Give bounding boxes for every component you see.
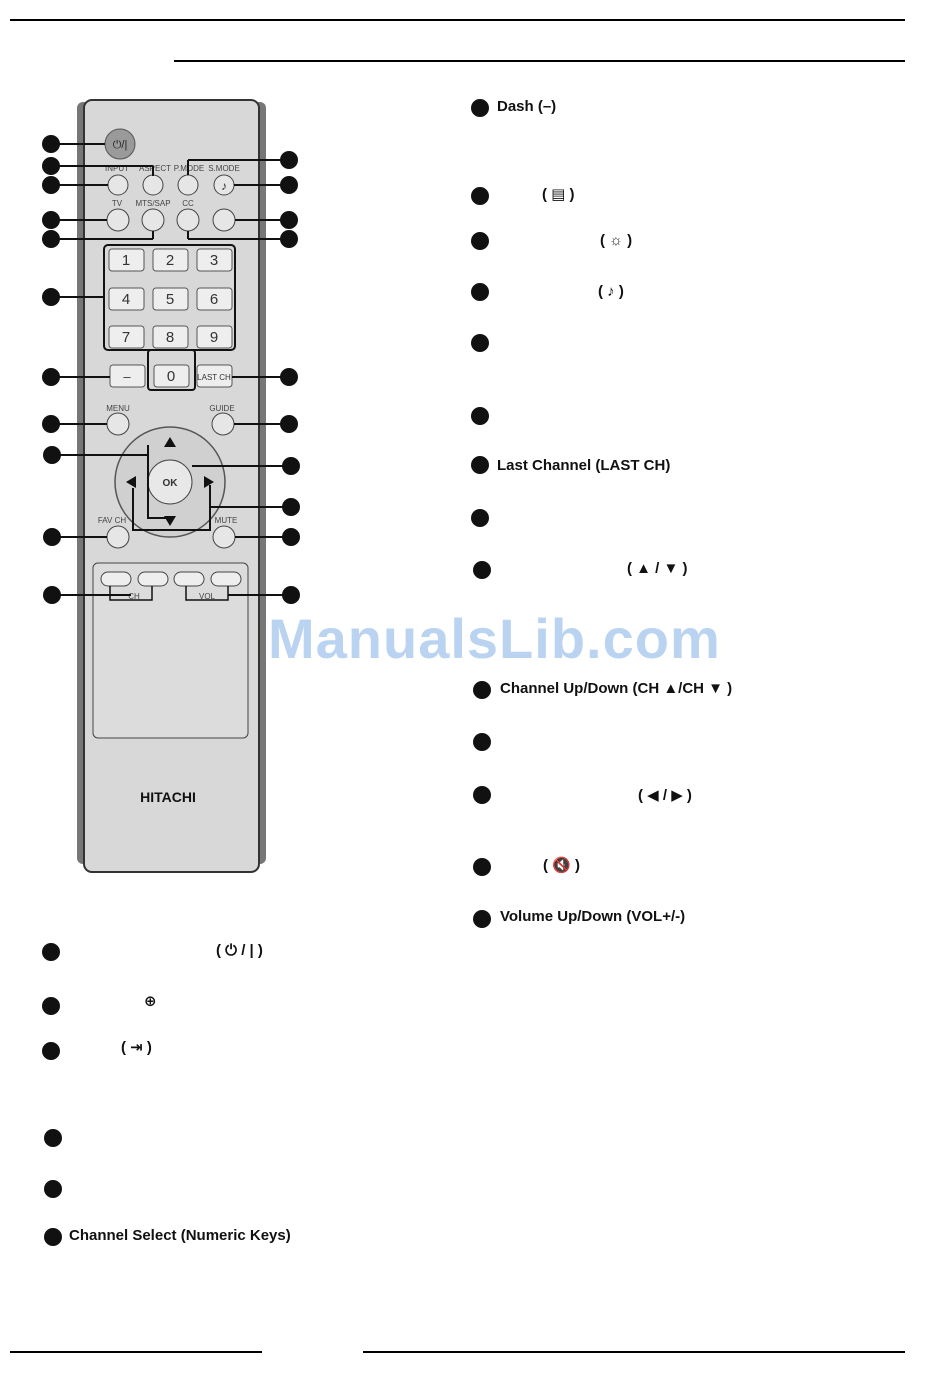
right-item-marker xyxy=(471,509,489,527)
keypad-zero-frame xyxy=(147,349,196,391)
right-item-marker xyxy=(471,232,489,250)
vol-down-button xyxy=(173,571,205,587)
right-arrow-icon xyxy=(204,476,214,488)
aspect-button xyxy=(142,174,164,196)
last-channel-label: Last Channel (LAST CH) xyxy=(497,457,671,474)
fav-ch-button xyxy=(106,525,130,549)
svg-text:7: 7 xyxy=(122,329,130,346)
tv-label: TV xyxy=(112,199,123,208)
power-symbol: ( ⏻ / | ) xyxy=(216,942,263,959)
menu-button xyxy=(106,412,130,436)
svg-text:LAST CH: LAST CH xyxy=(197,373,231,382)
menu-symbol: ( ▤ ) xyxy=(542,186,575,203)
right-item-marker xyxy=(473,733,491,751)
right-item-marker xyxy=(473,786,491,804)
guide-label: GUIDE xyxy=(209,404,234,413)
volume-up-down-label: Volume Up/Down (VOL+/-) xyxy=(500,908,686,925)
svg-text:9: 9 xyxy=(210,329,218,346)
left-item-marker xyxy=(44,1129,62,1147)
svg-text:⏻/|: ⏻/| xyxy=(113,139,128,151)
numeric-keys: 1 2 3 4 5 6 7 8 9 0 xyxy=(108,248,233,388)
cc-button xyxy=(176,208,200,232)
tv-button xyxy=(106,208,130,232)
cc-label: CC xyxy=(182,199,194,208)
mute-label: MUTE xyxy=(215,516,238,525)
input-symbol: ( ⇥ ) xyxy=(121,1039,152,1056)
svg-text:4: 4 xyxy=(122,291,130,308)
input-button xyxy=(107,174,129,196)
ch-down-button xyxy=(100,571,132,587)
svg-text:OK: OK xyxy=(163,478,179,489)
mute-button xyxy=(212,525,236,549)
dash-label: Dash (–) xyxy=(497,98,557,115)
svg-text:♪: ♪ xyxy=(221,179,227,193)
remote-control-illustration: ⏻/| INPUT ASPECT P.MODE S.MODE ♪ TV MTS/… xyxy=(42,99,300,873)
blank-button xyxy=(212,208,236,232)
picture-mode-symbol: ( ☼ ) xyxy=(600,232,633,249)
callout-dots xyxy=(42,135,300,604)
right-item-marker xyxy=(473,561,491,579)
right-item-marker xyxy=(471,407,489,425)
svg-text:1: 1 xyxy=(122,252,130,269)
right-item-marker xyxy=(471,99,489,117)
left-callouts xyxy=(52,143,154,596)
ch-label: CH xyxy=(128,592,140,601)
right-item-marker xyxy=(471,283,489,301)
svg-text:5: 5 xyxy=(166,291,174,308)
header-rule-bottom xyxy=(174,60,905,62)
smode-label: S.MODE xyxy=(208,164,240,173)
channel-select-label: Channel Select (Numeric Keys) xyxy=(69,1227,291,1244)
sound-mode-symbol: ( ♪ ) xyxy=(598,283,624,300)
left-item-marker xyxy=(42,1042,60,1060)
up-arrow-icon xyxy=(164,437,176,447)
vol-up-button xyxy=(210,571,242,587)
left-item-marker xyxy=(44,1180,62,1198)
brand-logo: HITACHI xyxy=(140,789,196,805)
pmode-button xyxy=(177,174,199,196)
vol-label: VOL xyxy=(199,592,216,601)
right-item-marker xyxy=(473,910,491,928)
left-item-marker xyxy=(44,1228,62,1246)
footer-rule-left xyxy=(10,1351,262,1353)
left-arrow-icon xyxy=(126,476,136,488)
right-item-marker xyxy=(471,456,489,474)
lower-panel xyxy=(92,562,249,739)
footer-rule-right xyxy=(363,1351,905,1353)
svg-text:2: 2 xyxy=(166,252,174,269)
watermark: ManualsLib.com xyxy=(268,607,721,670)
right-item-marker xyxy=(471,187,489,205)
left-right-symbol: ( ◀ / ▶ ) xyxy=(638,787,692,804)
menu-label: MENU xyxy=(106,404,130,413)
aspect-symbol: ⊕ xyxy=(144,993,157,1010)
mts-label: MTS/SAP xyxy=(135,199,170,208)
fav-label: FAV CH xyxy=(98,516,127,525)
guide-button xyxy=(211,412,235,436)
svg-text:8: 8 xyxy=(166,329,174,346)
svg-text:–: – xyxy=(123,369,131,384)
left-item-marker xyxy=(42,943,60,961)
right-callouts xyxy=(187,159,290,596)
header-rule-top xyxy=(10,19,905,21)
svg-text:0: 0 xyxy=(167,368,175,385)
mts-sap-button xyxy=(141,208,165,232)
input-label: INPUT xyxy=(105,164,129,173)
aspect-label: ASPECT xyxy=(139,164,171,173)
mute-symbol: ( 🔇 ) xyxy=(543,857,581,874)
right-item-marker xyxy=(473,681,491,699)
up-down-symbol: ( ▲ / ▼ ) xyxy=(627,560,688,577)
svg-text:6: 6 xyxy=(210,291,218,308)
svg-text:3: 3 xyxy=(210,252,218,269)
right-item-marker xyxy=(471,334,489,352)
right-item-marker xyxy=(473,858,491,876)
ch-up-button xyxy=(137,571,169,587)
channel-up-down-label: Channel Up/Down (CH ▲/CH ▼ ) xyxy=(500,680,733,697)
left-item-marker xyxy=(42,997,60,1015)
